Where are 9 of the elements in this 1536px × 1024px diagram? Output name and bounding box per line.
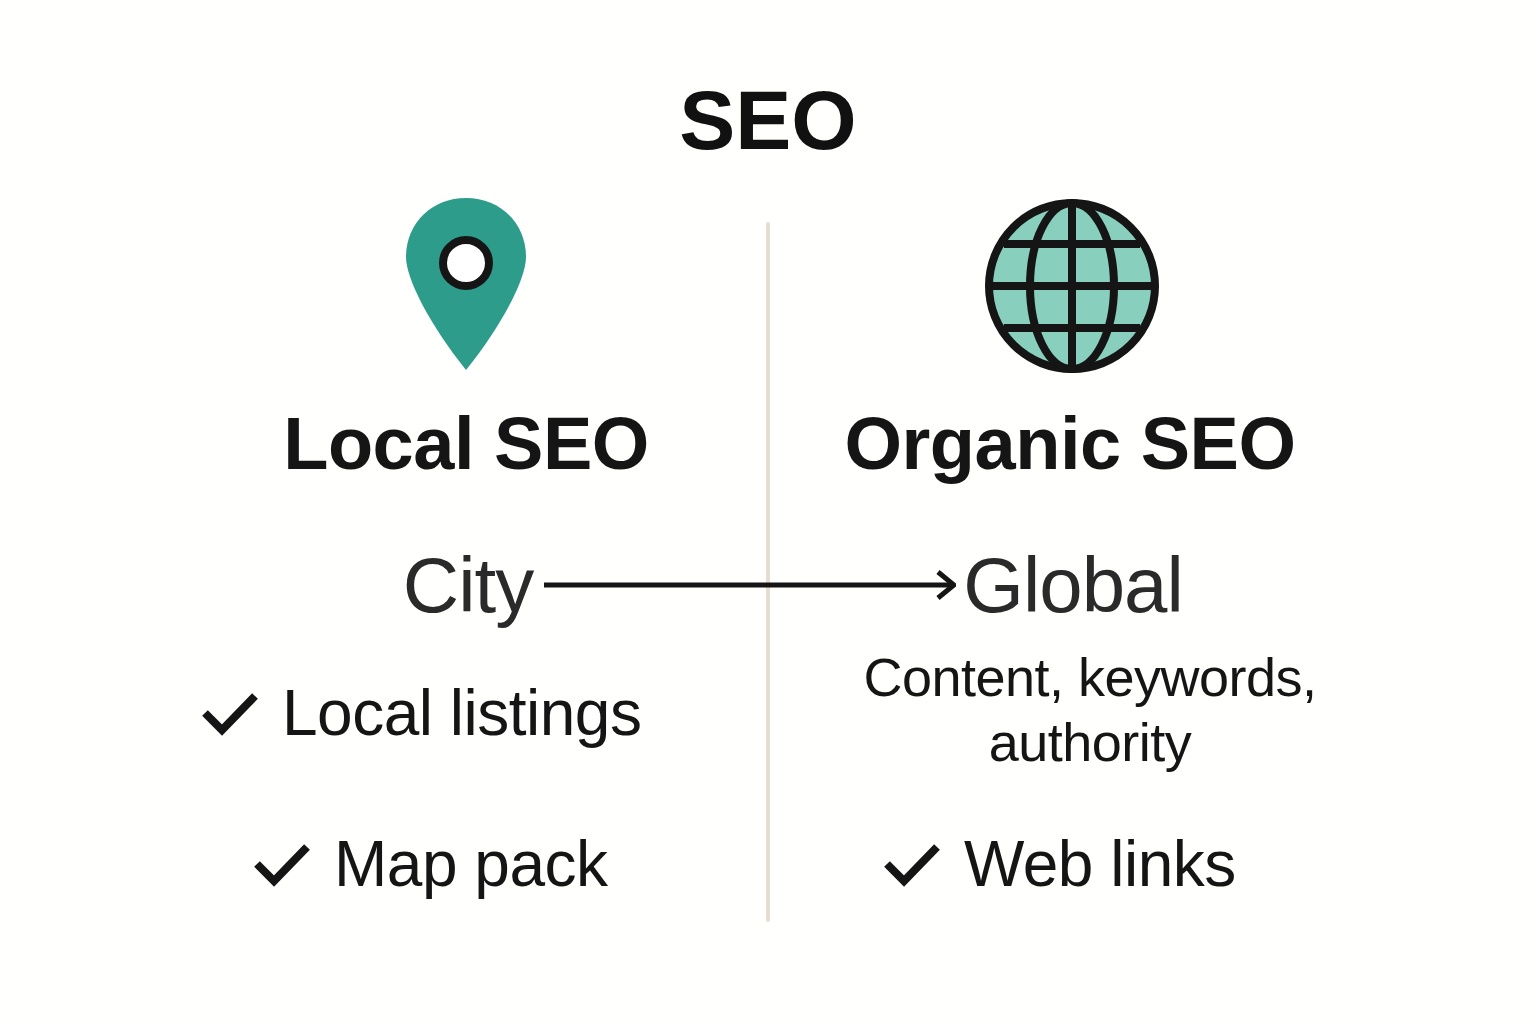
list-item-text: Local listings — [282, 676, 642, 751]
list-item-text: Content, keywords, authority — [862, 646, 1318, 774]
node-label: Global — [963, 546, 1183, 624]
arrow — [544, 569, 957, 601]
list-item-text: Web links — [964, 827, 1236, 902]
heading: Organic SEO — [844, 401, 1296, 487]
title: SEO — [678, 78, 858, 162]
list-item-text: Map pack — [334, 827, 608, 902]
heading: Local SEO — [283, 401, 649, 487]
